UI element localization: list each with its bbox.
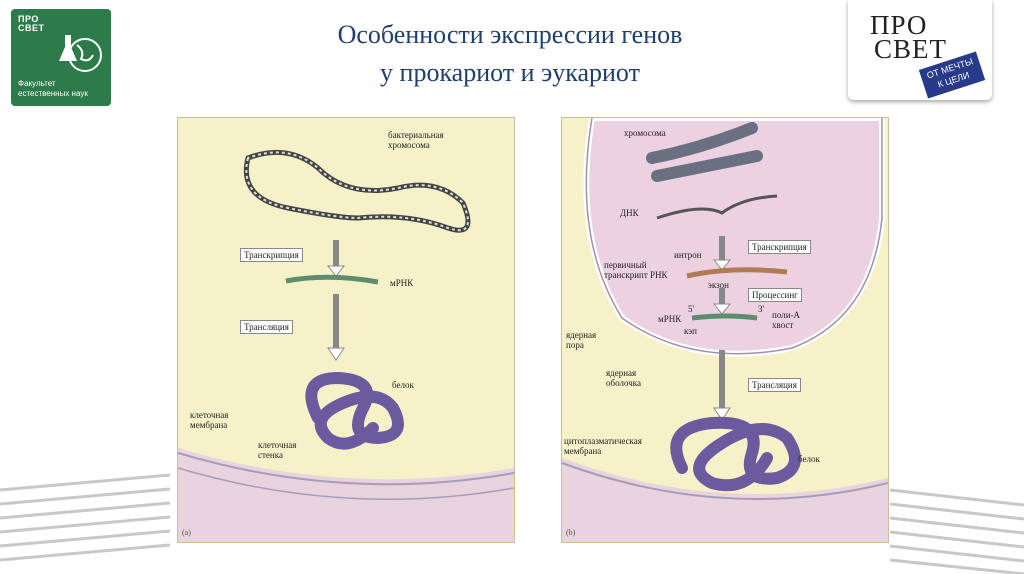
cell-wall-label: клеточная стенка [258, 440, 296, 460]
eukaryote-mrna [691, 313, 758, 321]
cell-wall-label-2: стенка [258, 450, 283, 460]
nuclear-pore-label-2: пора [566, 340, 584, 350]
eukaryote-panel: хромосома ДНК Транскрипция интрон первич… [561, 117, 889, 543]
stripes-right [889, 488, 1024, 574]
nuclear-envelope-label-1: ядерная [606, 368, 637, 378]
chromosome-arm-1 [646, 122, 758, 164]
panel-a-label: (a) [182, 528, 191, 537]
stripes-left [0, 473, 171, 562]
primary-transcript [686, 267, 788, 279]
dna-label: ДНК [620, 208, 639, 218]
dna-strand [656, 194, 778, 220]
chromosome-label: хромосома [624, 128, 666, 138]
polya-label: поли-А хвост [772, 310, 800, 330]
polya-label-2: хвост [772, 320, 794, 330]
panel-b-label: (b) [566, 528, 576, 537]
nuclear-envelope-label-2: оболочка [606, 378, 641, 388]
logo-brand: ПРО СВЕТ [18, 15, 45, 33]
cell-membrane-label: клеточная мембрана [190, 410, 228, 430]
cell-wall-line [178, 467, 514, 500]
logo-caption: Факультет естественных наук [18, 79, 88, 99]
translation-box: Трансляция [240, 320, 293, 334]
slide-title-line1: Особенности экспрессии генов [337, 20, 683, 49]
slide-title-line2: у прокариот и эукариот [380, 58, 640, 87]
bacterial-chromosome-label-1: бактериальная [388, 130, 444, 140]
transcription-box: Транскрипция [240, 248, 303, 262]
cell-wall-band [178, 448, 514, 542]
logo-brand-line2: СВЕТ [18, 23, 45, 33]
arrow-b2-head [712, 303, 732, 315]
flask-globe-icon [59, 35, 102, 72]
cap-label: кэп [684, 326, 697, 336]
exon-label: экзон [708, 280, 729, 290]
processing-box: Процессинг [748, 288, 802, 302]
nuclear-envelope-label: ядерная оболочка [606, 368, 641, 388]
decorative-stripes [0, 473, 1024, 574]
nuclear-envelope-line [585, 118, 883, 355]
three-prime-label: 3' [758, 304, 765, 314]
primary-transcript-label: первичный транскрипт РНК [604, 260, 668, 280]
bacterial-chromosome [243, 149, 471, 233]
eukaryote-translation-box: Трансляция [748, 378, 801, 392]
cytoplasmic-membrane-band [562, 458, 888, 542]
bacterial-chromosome-label-2: хромосома [388, 140, 430, 150]
primary-transcript-label-1: первичный [604, 260, 647, 270]
polya-label-1: поли-А [772, 310, 801, 320]
prosvet-logo: ПРО СВЕТ ОТ МЕЧТЫ К ЦЕЛИ [848, 0, 992, 100]
cell-wall-label-1: клеточная [258, 440, 297, 450]
cell-membrane-line [178, 452, 514, 486]
cytoplasmic-membrane-label-2: мембрана [564, 446, 602, 456]
intron-label: интрон [674, 250, 702, 260]
eukaryote-protein-label: белок [798, 454, 820, 464]
five-prime-label: 5' [688, 304, 695, 314]
nuclear-pore-label: ядерная пора [566, 330, 596, 350]
cytoplasmic-membrane-label-1: цитоплазматическая [564, 436, 642, 446]
logo-caption-line2: естественных наук [18, 89, 88, 98]
mrna-strand [285, 274, 379, 285]
cytoplasmic-membrane-label: цитоплазматическая мембрана [564, 436, 642, 456]
logo-word-pro: ПРО [870, 10, 928, 40]
slide-title: Особенности экспрессии генов у прокариот… [250, 16, 770, 92]
cytoplasmic-membrane-line [562, 462, 888, 500]
cell-membrane-label-2: мембрана [190, 420, 228, 430]
eukaryote-mrna-label: мРНК [658, 314, 682, 324]
arrow-b3-head [713, 407, 731, 421]
prokaryote-diagram [178, 149, 514, 542]
primary-transcript-label-2: транскрипт РНК [604, 270, 668, 280]
eukaryote-protein-coil [670, 416, 801, 492]
arrow-b1-head [712, 259, 732, 271]
chromosome-arm-2 [651, 150, 763, 182]
eukaryote-transcription-box: Транскрипция [748, 240, 811, 254]
logo-caption-line1: Факультет [18, 79, 56, 88]
eukaryote-diagram [562, 118, 888, 542]
faculty-logo: ПРО СВЕТ Факультет естественных наук [11, 9, 111, 106]
logo-word-svet: СВЕТ [874, 34, 948, 64]
cell-membrane-label-1: клеточная [190, 410, 229, 420]
protein-coil [305, 371, 404, 450]
bacterial-chromosome-helix [245, 151, 469, 232]
logo-brand-line1: ПРО [18, 14, 39, 24]
arrow-2-head [327, 347, 345, 361]
bacterial-chromosome-label: бактериальная хромосома [388, 130, 444, 150]
prokaryote-panel: бактериальная хромосома Транскрипция мРН… [177, 117, 515, 543]
nuclear-pore-label-1: ядерная [566, 330, 597, 340]
arrow-1-head [326, 265, 346, 277]
protein-label: белок [392, 380, 414, 390]
mrna-label: мРНК [390, 278, 414, 288]
